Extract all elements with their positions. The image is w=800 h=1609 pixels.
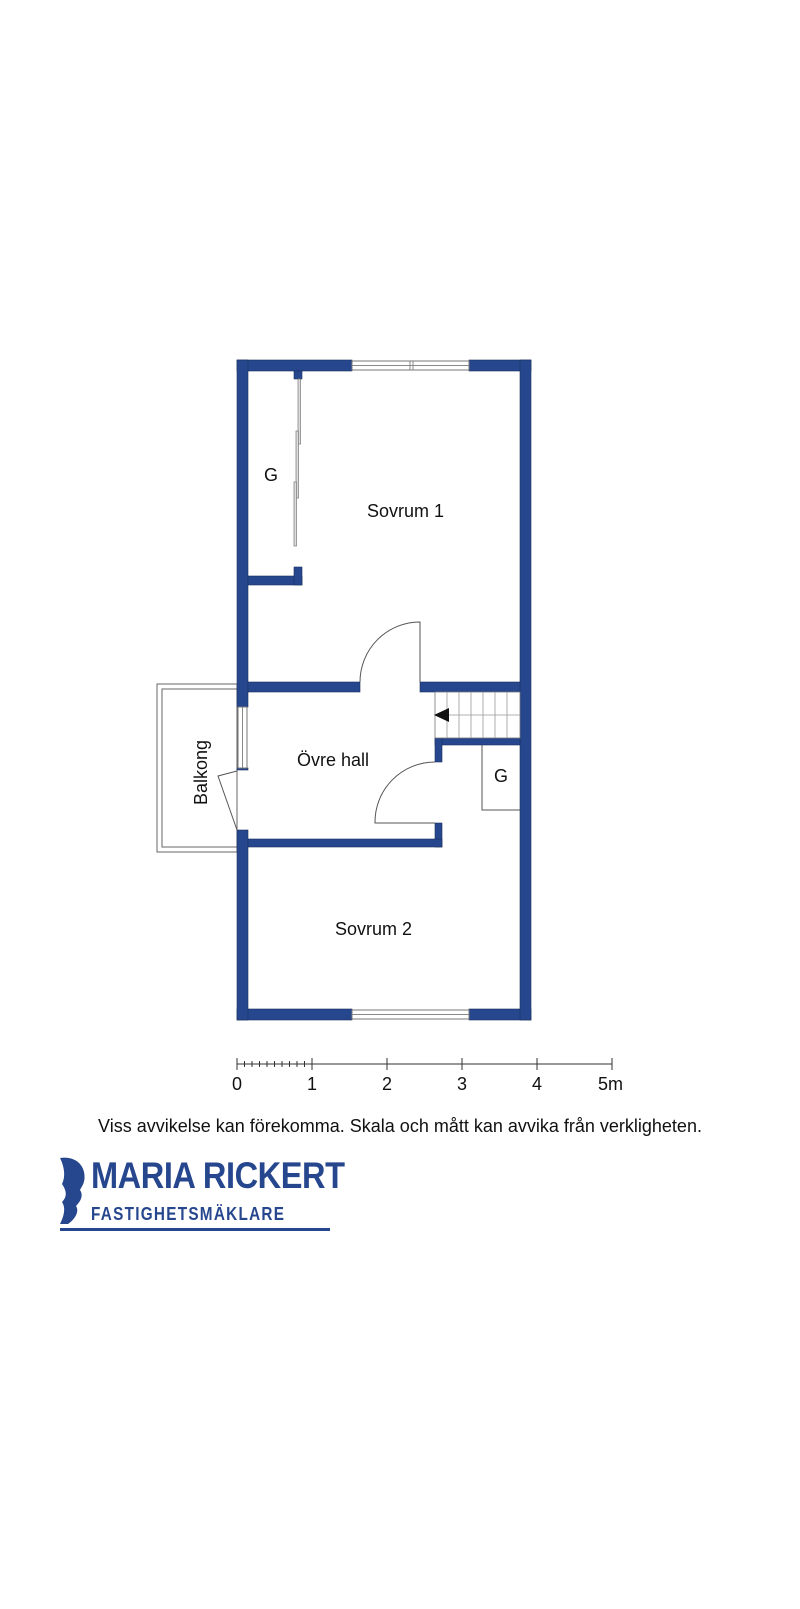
room-label-sovrum2: Sovrum 2: [335, 919, 412, 939]
logo-subtitle: FASTIGHETSMÄKLARE: [91, 1204, 286, 1224]
scale-tick-0: 0: [232, 1074, 242, 1094]
room-label-hall: Övre hall: [297, 750, 369, 770]
closet-2-outline: [481, 745, 520, 811]
scale-bar: [236, 1058, 613, 1070]
scale-tick-4: 4: [532, 1074, 542, 1094]
logo-underline: [60, 1228, 330, 1231]
logo-name: MARIA RICKERT: [91, 1155, 345, 1196]
door-sovrum2: [374, 761, 436, 824]
door-sovrum1: [359, 621, 421, 683]
scale-tick-3: 3: [457, 1074, 467, 1094]
scale-tick-1: 1: [307, 1074, 317, 1094]
door-balcony: [217, 770, 238, 831]
window-hall: [237, 706, 248, 769]
logo-silhouette-icon: [60, 1157, 85, 1224]
scale-tick-5: 5m: [598, 1074, 623, 1094]
stairs: [434, 691, 521, 739]
room-label-balkong: Balkong: [191, 740, 211, 805]
window-top: [351, 360, 470, 371]
window-bottom: [351, 1009, 470, 1020]
room-label-closet2: G: [494, 766, 508, 786]
disclaimer: Viss avvikelse kan förekomma. Skala och …: [98, 1116, 702, 1136]
room-label-sovrum1: Sovrum 1: [367, 501, 444, 521]
wardrobe-sliding-doors: [293, 378, 301, 547]
stairs-arrow-icon: [434, 708, 449, 722]
scale-tick-2: 2: [382, 1074, 392, 1094]
room-label-closet1: G: [264, 465, 278, 485]
company-logo: MARIA RICKERT FASTIGHETSMÄKLARE: [58, 1156, 345, 1236]
